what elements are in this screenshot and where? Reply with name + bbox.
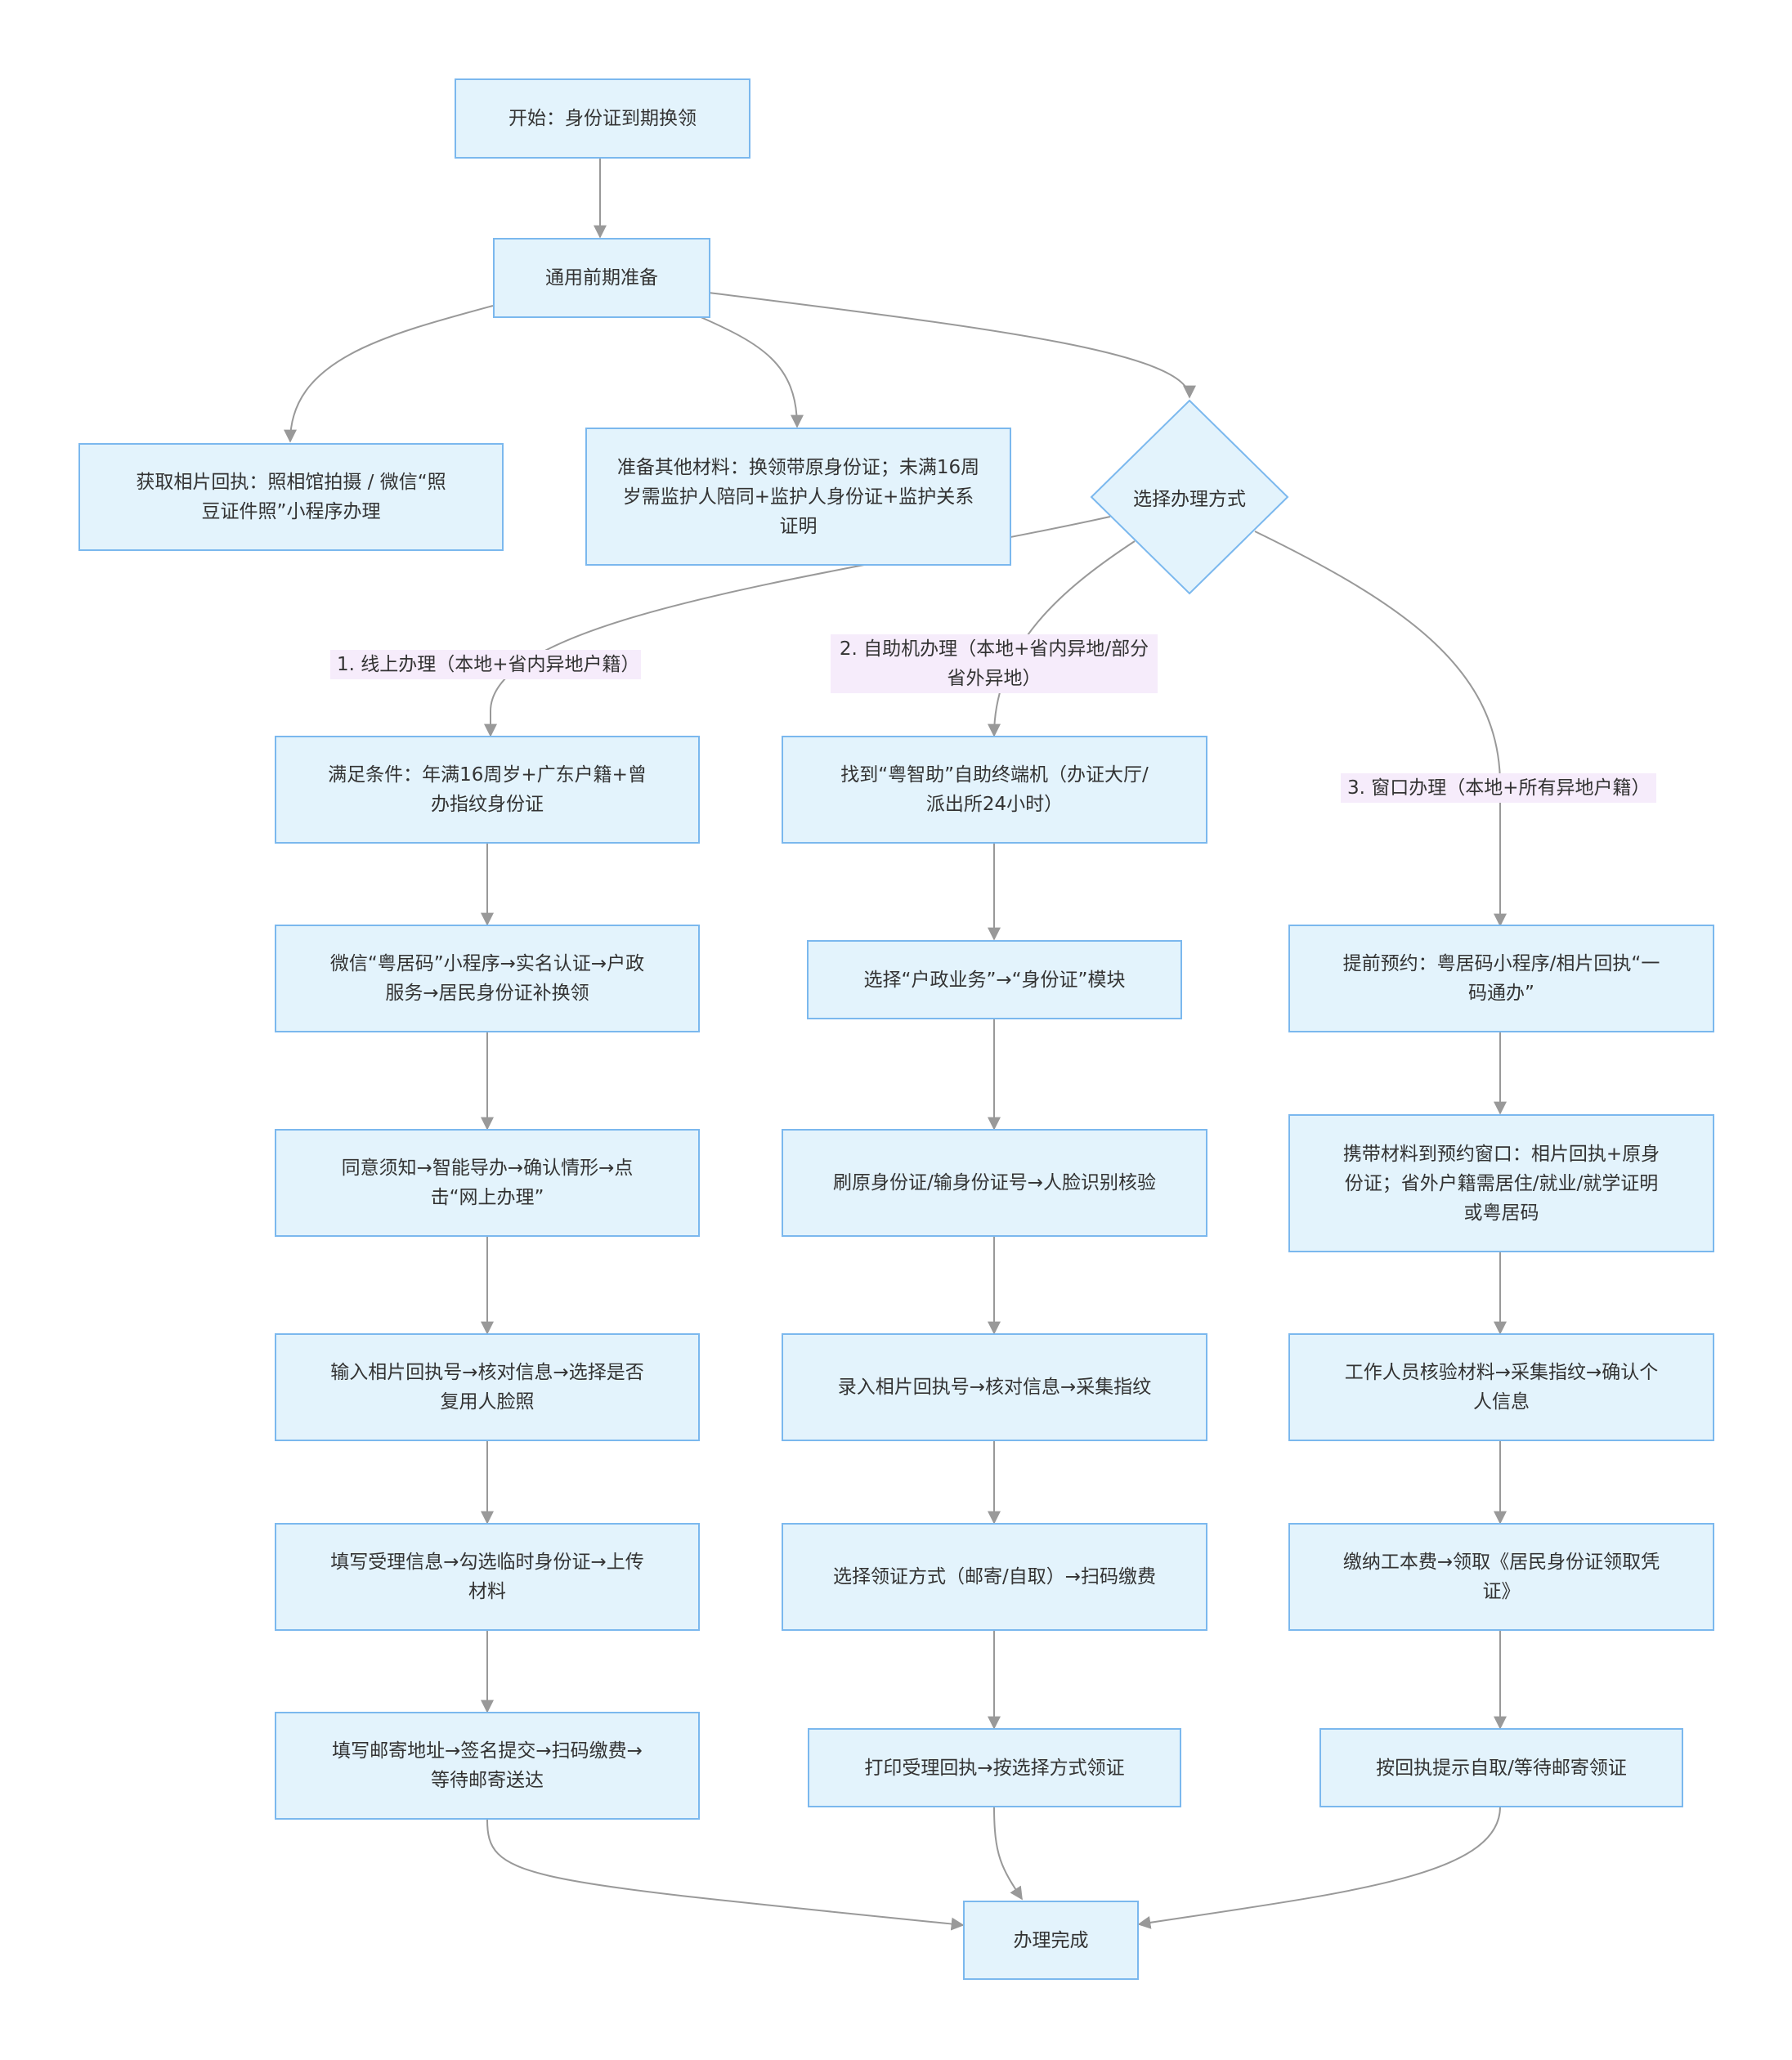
node-online-3-text: 同意须知→智能导办→确认情形→点击“网上办理”	[341, 1158, 634, 1208]
node-start: 开始：身份证到期换领	[455, 78, 750, 159]
node-online-3: 同意须知→智能导办→确认情形→点击“网上办理”	[275, 1129, 700, 1237]
node-kiosk-3: 刷原身份证/输身份证号→人脸识别核验	[782, 1129, 1207, 1237]
node-kiosk-2-text: 选择“户政业务”→“身份证”模块	[863, 969, 1126, 991]
edge-label-window: 3. 窗口办理（本地+所有异地户籍）	[1341, 773, 1656, 803]
node-window-5: 按回执提示自取/等待邮寄领证	[1319, 1728, 1683, 1807]
node-kiosk-5-text: 选择领证方式（邮寄/自取）→扫码缴费	[832, 1566, 1157, 1588]
node-online-5: 填写受理信息→勾选临时身份证→上传材料	[275, 1523, 700, 1631]
node-prep: 通用前期准备	[493, 238, 710, 318]
node-window-1-text: 提前预约：粤居码小程序/相片回执“一码通办”	[1342, 953, 1660, 1004]
node-window-1: 提前预约：粤居码小程序/相片回执“一码通办”	[1288, 925, 1714, 1032]
node-done: 办理完成	[963, 1901, 1139, 1980]
node-window-4: 缴纳工本费→领取《居民身份证领取凭证》	[1288, 1523, 1714, 1631]
edge-label-kiosk-text: 2. 自助机办理（本地+省内异地/部分省外异地）	[839, 638, 1149, 689]
edge-label-online: 1. 线上办理（本地+省内异地户籍）	[330, 650, 641, 679]
node-kiosk-1: 找到“粤智助”自助终端机（办证大厅/派出所24小时）	[782, 736, 1207, 844]
node-kiosk-1-text: 找到“粤智助”自助终端机（办证大厅/派出所24小时）	[840, 764, 1149, 815]
edge-label-kiosk: 2. 自助机办理（本地+省内异地/部分省外异地）	[831, 634, 1158, 693]
node-prep-text: 通用前期准备	[545, 267, 658, 289]
node-online-6-text: 填写邮寄地址→签名提交→扫码缴费→等待邮寄送达	[332, 1740, 643, 1791]
edge-prep-photo	[284, 305, 494, 443]
node-materials: 准备其他材料：换领带原身份证；未满16周岁需监护人陪同+监护人身份证+监护关系证…	[585, 428, 1011, 566]
node-photo-text: 获取相片回执：照相馆拍摄 / 微信“照豆证件照”小程序办理	[136, 472, 446, 522]
node-window-5-text: 按回执提示自取/等待邮寄领证	[1376, 1757, 1627, 1779]
node-window-2: 携带材料到预约窗口：相片回执+原身份证；省外户籍需居住/就业/就学证明或粤居码	[1288, 1114, 1714, 1252]
node-choose: 选择办理方式	[1133, 489, 1246, 510]
decision-diamond	[1090, 399, 1289, 595]
node-online-4: 输入相片回执号→核对信息→选择是否复用人脸照	[275, 1333, 700, 1441]
node-online-6: 填写邮寄地址→签名提交→扫码缴费→等待邮寄送达	[275, 1712, 700, 1820]
edge-online6-done	[486, 1819, 965, 1931]
node-online-2-text: 微信“粤居码”小程序→实名认证→户政服务→居民身份证补换领	[329, 953, 645, 1004]
node-online-5-text: 填写受理信息→勾选临时身份证→上传材料	[330, 1552, 644, 1602]
node-online-2: 微信“粤居码”小程序→实名认证→户政服务→居民身份证补换领	[275, 925, 700, 1032]
node-online-1-text: 满足条件：年满16周岁+广东户籍+曾办指纹身份证	[328, 764, 647, 815]
node-done-text: 办理完成	[1013, 1929, 1089, 1951]
node-online-1: 满足条件：年满16周岁+广东户籍+曾办指纹身份证	[275, 736, 700, 844]
node-kiosk-4-text: 录入相片回执号→核对信息→采集指纹	[837, 1377, 1152, 1398]
edge-prep-materials	[698, 316, 804, 428]
node-photo: 获取相片回执：照相馆拍摄 / 微信“照豆证件照”小程序办理	[78, 443, 504, 551]
edge-choose-window	[1254, 531, 1507, 927]
node-materials-text: 准备其他材料：换领带原身份证；未满16周岁需监护人陪同+监护人身份证+监护关系证…	[616, 456, 980, 537]
edge-choose-kiosk	[988, 540, 1136, 737]
node-kiosk-4: 录入相片回执号→核对信息→采集指纹	[782, 1333, 1207, 1441]
node-kiosk-3-text: 刷原身份证/输身份证号→人脸识别核验	[832, 1172, 1157, 1193]
node-start-text: 开始：身份证到期换领	[508, 108, 697, 129]
node-kiosk-6: 打印受理回执→按选择方式领证	[808, 1728, 1181, 1807]
node-kiosk-5: 选择领证方式（邮寄/自取）→扫码缴费	[782, 1523, 1207, 1631]
node-kiosk-6-text: 打印受理回执→按选择方式领证	[864, 1757, 1125, 1779]
edge-window5-done	[1137, 1806, 1501, 1929]
node-online-4-text: 输入相片回执号→核对信息→选择是否复用人脸照	[330, 1362, 644, 1413]
node-window-3-text: 工作人员核验材料→采集指纹→确认个人信息	[1344, 1362, 1659, 1413]
edge-kiosk6-done	[993, 1806, 1023, 1901]
node-kiosk-2: 选择“户政业务”→“身份证”模块	[807, 940, 1182, 1019]
node-window-4-text: 缴纳工本费→领取《居民身份证领取凭证》	[1342, 1552, 1660, 1602]
node-window-3: 工作人员核验材料→采集指纹→确认个人信息	[1288, 1333, 1714, 1441]
edge-prep-choose	[708, 292, 1196, 399]
node-window-2-text: 携带材料到预约窗口：相片回执+原身份证；省外户籍需居住/就业/就学证明或粤居码	[1342, 1143, 1660, 1224]
